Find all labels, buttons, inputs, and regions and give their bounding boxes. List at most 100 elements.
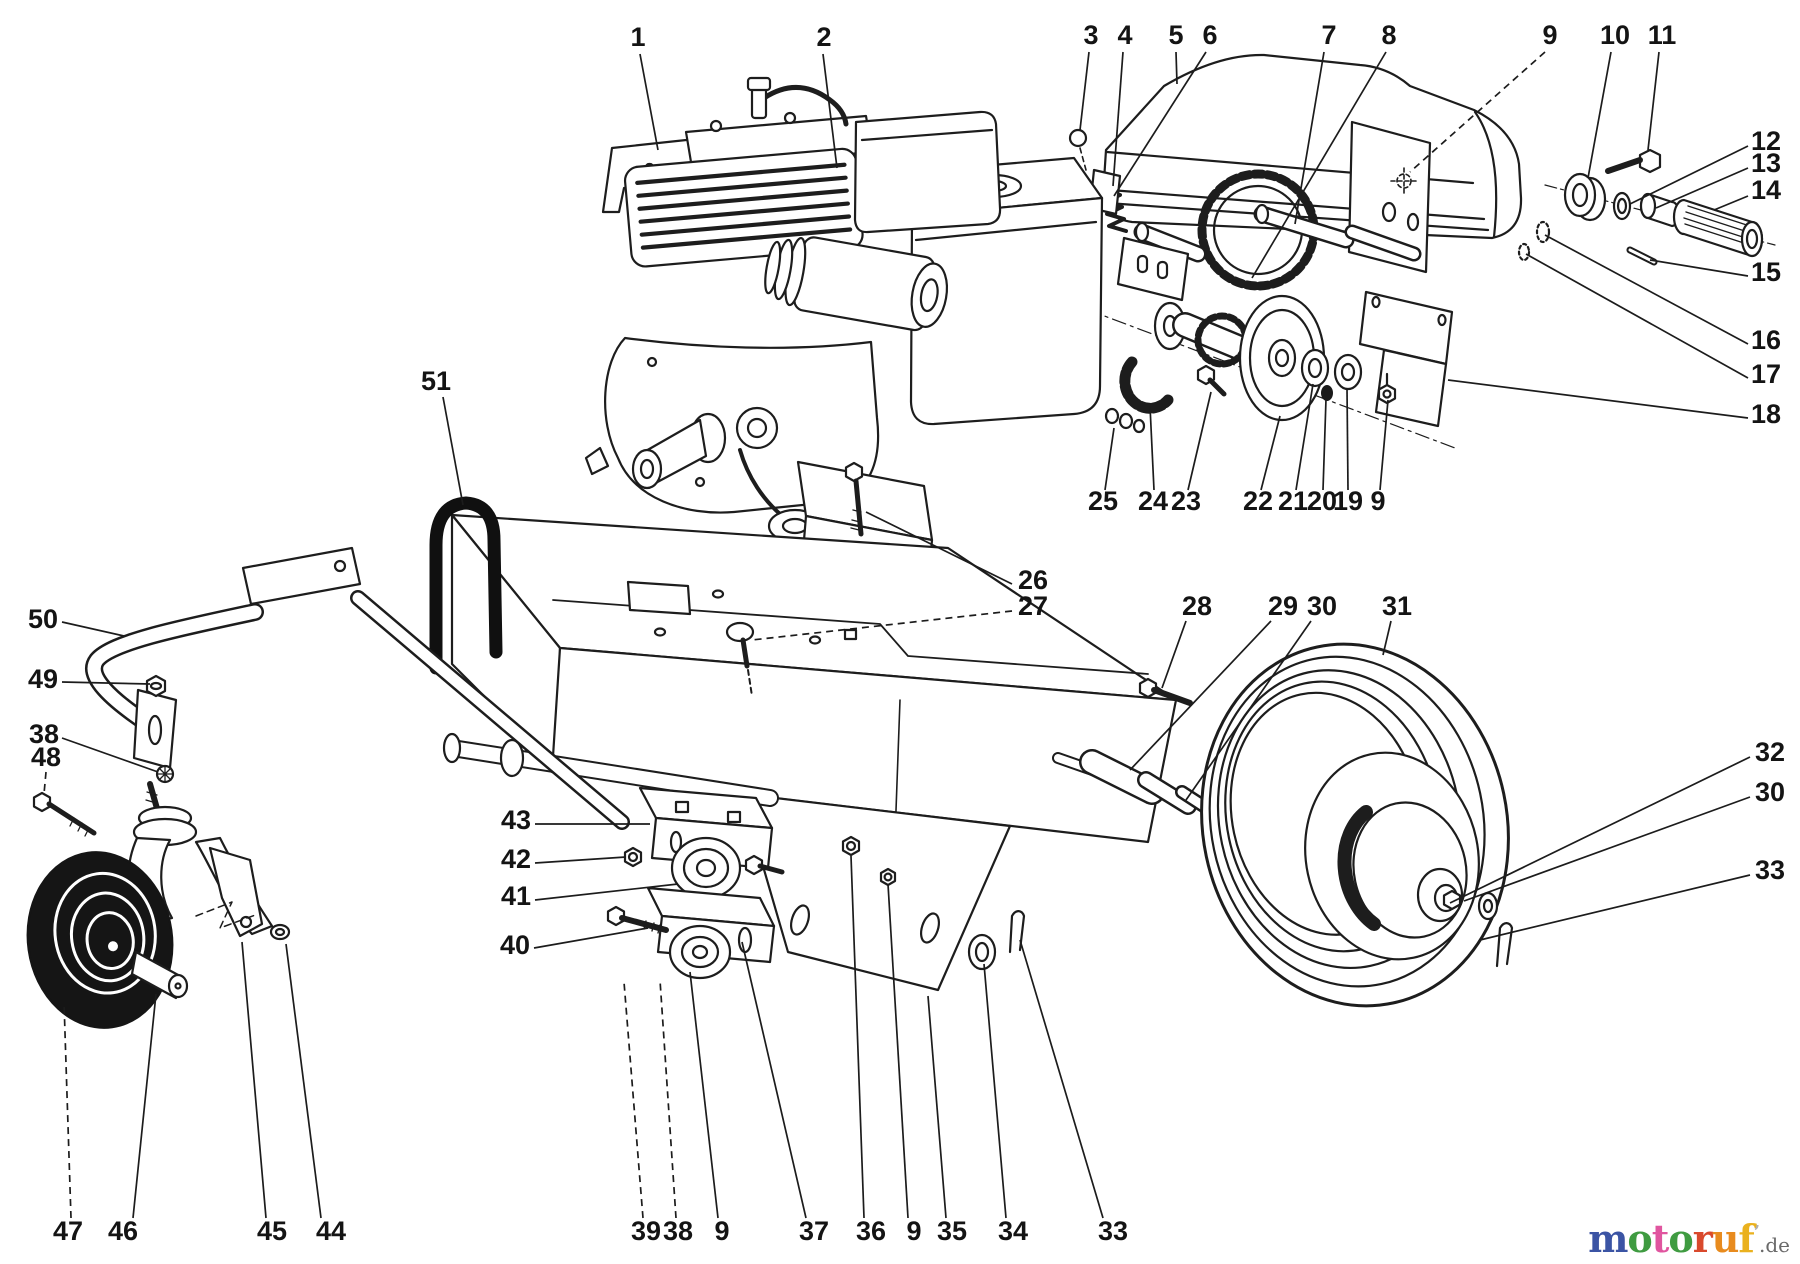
leader-line-36 <box>850 855 865 1219</box>
part-label-11: 11 <box>1648 20 1677 50</box>
leader-line-45 <box>241 941 267 1219</box>
leader-line-28 <box>1161 620 1187 689</box>
cross-shaft <box>442 732 779 807</box>
leader-line-34 <box>983 963 1007 1219</box>
leader-line-17 <box>1525 253 1749 379</box>
part-label-33: 33 <box>1098 1216 1128 1246</box>
part-label-38: 38 <box>663 1216 693 1246</box>
part-label-36: 36 <box>856 1216 886 1246</box>
part-label-9: 9 <box>1370 486 1385 516</box>
part-label-3: 3 <box>1083 20 1098 50</box>
bearing-mount-plates <box>1358 290 1454 428</box>
cotter-pin <box>1008 910 1026 954</box>
frame-chassis <box>442 513 1229 992</box>
leader-line-50 <box>61 621 125 637</box>
part-label-25: 25 <box>1088 486 1118 516</box>
leader-line-5 <box>1175 51 1178 85</box>
leader-line-48 <box>43 771 47 795</box>
part-label-50: 50 <box>28 604 58 634</box>
part-label-8: 8 <box>1381 20 1396 50</box>
idler-bolt <box>606 905 669 934</box>
carriage-bolt <box>725 621 755 697</box>
leader-line-46 <box>132 993 157 1219</box>
part-label-4: 4 <box>1117 20 1132 50</box>
idler-plate <box>1116 236 1190 302</box>
leader-line-9 <box>887 883 909 1219</box>
leader-line-22 <box>1260 415 1281 491</box>
part-label-43: 43 <box>501 805 531 835</box>
leader-line-33 <box>1019 939 1104 1219</box>
part-label-21: 21 <box>1278 486 1308 516</box>
caster-assembly <box>26 764 291 1029</box>
part-label-29: 29 <box>1268 591 1298 621</box>
part-label-33: 33 <box>1755 855 1785 885</box>
part-label-49: 49 <box>28 664 58 694</box>
leader-line-10 <box>1587 51 1612 179</box>
part-label-20: 20 <box>1307 486 1337 516</box>
part-label-34: 34 <box>998 1216 1028 1246</box>
leader-line-40 <box>533 927 649 949</box>
leader-line-30 <box>1463 796 1751 902</box>
part-label-41: 41 <box>501 881 531 911</box>
axle-end-parts <box>1517 148 1776 266</box>
watermark-letter: o <box>1668 1216 1693 1261</box>
part-label-7: 7 <box>1321 20 1336 50</box>
leader-line-39 <box>623 981 644 1219</box>
leader-line-4 <box>1112 51 1124 187</box>
flange-hub <box>1563 172 1607 222</box>
fuel-line <box>761 85 849 127</box>
caster-axle-stub <box>130 950 189 1000</box>
idler-pulley-brackets <box>606 786 785 980</box>
leader-line-7 <box>1294 51 1325 225</box>
part-label-12: 12 <box>1751 126 1781 156</box>
pto-shaft <box>631 412 727 490</box>
leader-line-41 <box>534 883 679 901</box>
air-box <box>853 110 1002 234</box>
part-label-19: 19 <box>1333 486 1363 516</box>
leader-line-42 <box>534 856 627 864</box>
hex-bolt <box>1605 148 1662 174</box>
part-label-51: 51 <box>421 366 451 396</box>
part-label-9: 9 <box>714 1216 729 1246</box>
mount-bolt <box>844 461 864 483</box>
brake-band <box>1119 356 1174 414</box>
part-label-14: 14 <box>1751 175 1781 205</box>
part-label-6: 6 <box>1202 20 1217 50</box>
part-label-2: 2 <box>816 22 831 52</box>
watermark-letter: t <box>1651 1216 1670 1261</box>
handlebar-assembly <box>85 546 630 830</box>
bearing-nut <box>269 923 291 941</box>
fork-link <box>208 846 264 938</box>
leader-line-19 <box>1346 387 1349 491</box>
leader-line-27 <box>751 610 1013 641</box>
washer <box>1612 191 1632 221</box>
leader-line-13 <box>1655 167 1749 209</box>
starter-handle <box>584 446 610 476</box>
muffler <box>764 236 949 332</box>
part-label-18: 18 <box>1751 399 1781 429</box>
leader-line-51 <box>442 396 464 506</box>
hub-washer <box>1477 891 1499 921</box>
part-label-22: 22 <box>1243 486 1273 516</box>
leader-line-9 <box>1379 399 1389 491</box>
watermark-letter: u <box>1711 1216 1740 1261</box>
part-label-17: 17 <box>1751 359 1781 389</box>
idler-nut <box>623 846 643 868</box>
part-label-37: 37 <box>799 1216 829 1246</box>
part-label-1: 1 <box>630 22 645 52</box>
part-label-44: 44 <box>316 1216 346 1246</box>
part-label-47: 47 <box>53 1216 83 1246</box>
leader-line-23 <box>1187 391 1212 491</box>
roller-shafts <box>1133 203 1422 263</box>
leader-line-11 <box>1647 51 1660 151</box>
leader-line-15 <box>1649 259 1749 277</box>
part-label-48: 48 <box>31 742 61 772</box>
leader-line-2 <box>822 53 838 169</box>
hub-cotter-pin <box>1495 922 1514 968</box>
leader-line-1 <box>639 53 659 151</box>
leader-line-38 <box>61 737 159 773</box>
leader-line-6 <box>1113 51 1207 197</box>
part-label-31: 31 <box>1382 591 1412 621</box>
leader-line-35 <box>927 995 947 1219</box>
